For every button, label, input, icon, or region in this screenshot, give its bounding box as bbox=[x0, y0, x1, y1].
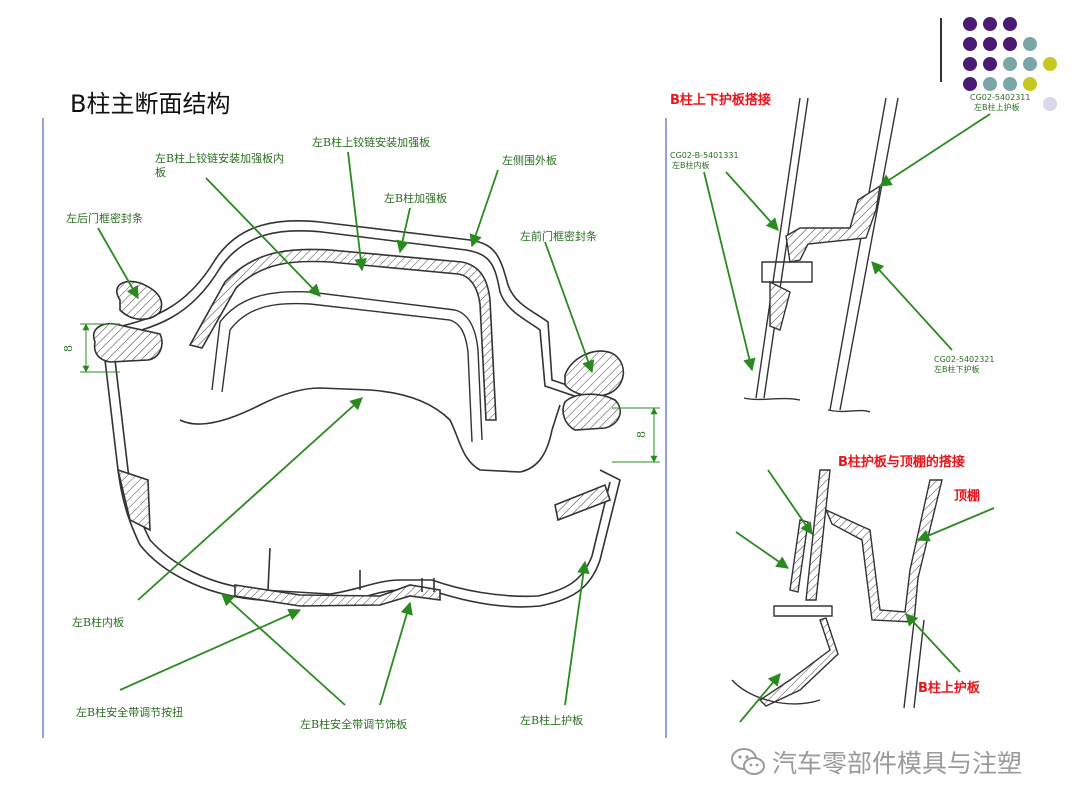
right-bottom-detail bbox=[731, 469, 943, 709]
watermark: 汽车零部件模具与注塑 bbox=[730, 744, 1022, 780]
main-cross-section bbox=[93, 219, 625, 608]
right-bottom-leaders bbox=[735, 469, 995, 723]
label-hinge: 左B柱上铰链安装加强板 bbox=[312, 135, 430, 149]
label-reinforcement: 左B柱加强板 bbox=[384, 191, 447, 205]
label-outer-side: 左侧围外板 bbox=[502, 153, 557, 167]
label-rear-seal: 左后门框密封条 bbox=[66, 211, 143, 225]
dimension-right-label: 8 bbox=[635, 431, 648, 438]
decorative-dot-grid bbox=[963, 17, 1057, 111]
dimension-left bbox=[80, 323, 120, 373]
label-belt-button: 左B柱安全带调节按扭 bbox=[76, 705, 183, 719]
right-bottom-heading: B柱护板与顶棚的搭接 bbox=[838, 454, 965, 470]
code-lower-name: 左B柱下护板 bbox=[934, 364, 980, 374]
dimension-left-label: 8 bbox=[62, 345, 75, 352]
label-hinge-inner-line1: 左B柱上铰链安装加强板内 bbox=[155, 151, 284, 165]
right-top-detail bbox=[743, 97, 899, 413]
code-lower: CG02-5402321 bbox=[934, 355, 994, 364]
right-top-heading: B柱上下护板搭接 bbox=[670, 92, 771, 108]
label-headliner: 顶棚 bbox=[954, 488, 980, 504]
watermark-text: 汽车零部件模具与注塑 bbox=[772, 749, 1023, 778]
main-leader-lines bbox=[97, 151, 595, 706]
label-belt-trim: 左B柱安全带调节饰板 bbox=[300, 717, 407, 731]
code-upper-name: 左B柱上护板 bbox=[974, 102, 1020, 112]
code-upper: CG02-5402311 bbox=[970, 93, 1030, 102]
label-hinge-inner-line2: 板 bbox=[155, 165, 166, 179]
title-divider bbox=[940, 18, 942, 82]
page-title: B柱主断面结构 bbox=[70, 90, 231, 118]
code-inner-name: 左B柱内板 bbox=[672, 160, 710, 170]
right-top-leaders bbox=[703, 113, 991, 372]
dimension-right bbox=[612, 407, 660, 463]
label-front-seal: 左前门框密封条 bbox=[520, 229, 597, 243]
label-b-pillar-upper-trim: B柱上护板 bbox=[918, 680, 981, 696]
label-inner-panel: 左B柱内板 bbox=[72, 615, 124, 629]
wechat-icon bbox=[731, 748, 765, 775]
code-inner: CG02-B-5401331 bbox=[670, 151, 739, 160]
label-upper-trim: 左B柱上护板 bbox=[520, 713, 583, 727]
